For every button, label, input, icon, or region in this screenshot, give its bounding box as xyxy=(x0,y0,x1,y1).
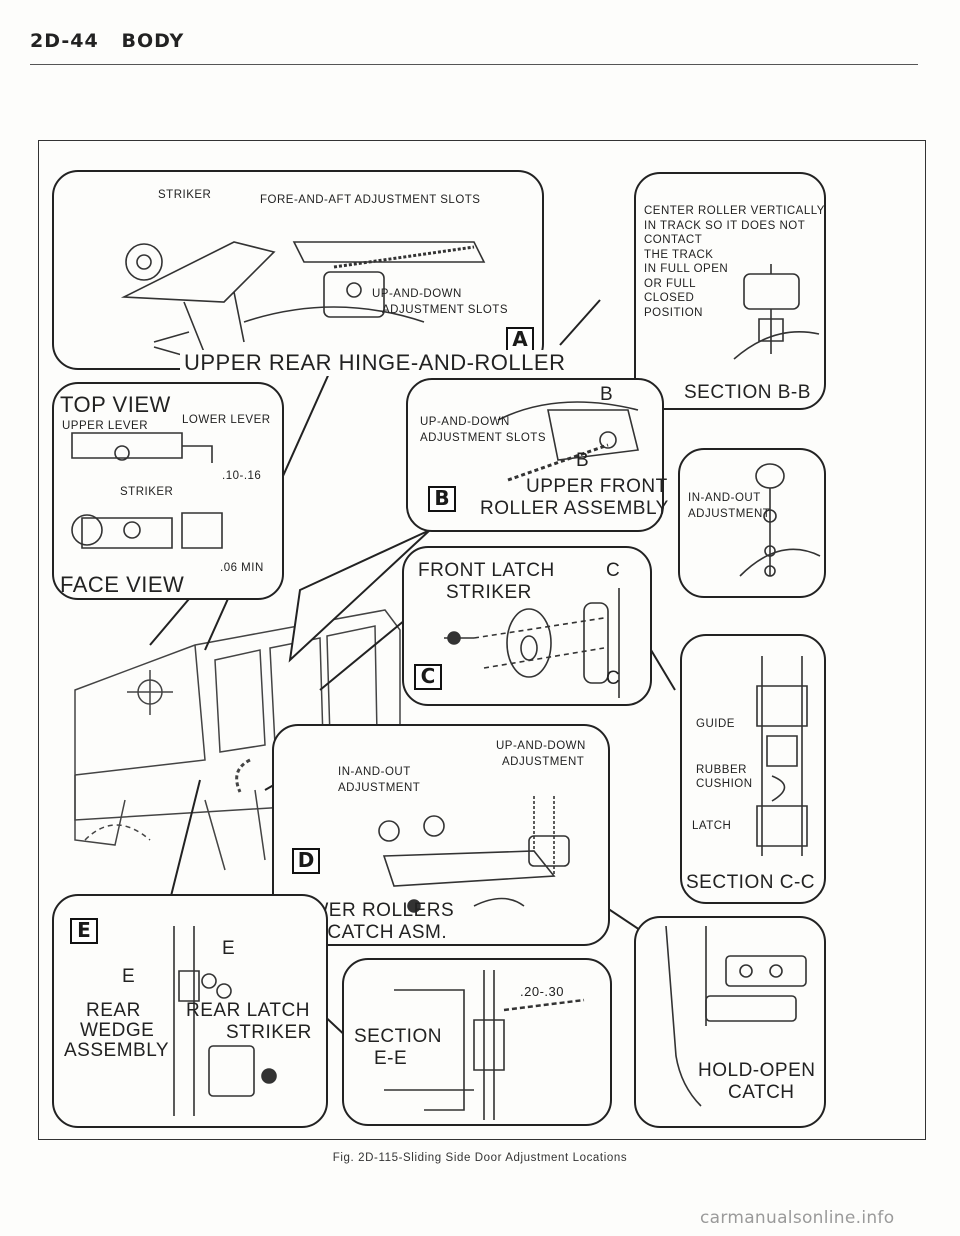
label-lower-lever: LOWER LEVER xyxy=(182,414,271,426)
panel-section-cc: GUIDE RUBBER CUSHION LATCH SECTION C-C xyxy=(680,634,826,904)
label-up-down-a-2: ADJUSTMENT SLOTS xyxy=(382,304,508,316)
label-striker-top: STRIKER xyxy=(120,486,174,498)
section-ee-title-2: E-E xyxy=(374,1048,408,1070)
label-dim-10-16: .10-.16 xyxy=(222,470,262,482)
label-up-down-d-2: ADJUSTMENT xyxy=(502,756,585,768)
label-up-down-d-1: UP-AND-DOWN xyxy=(496,740,586,752)
panel-title-c-1: FRONT LATCH xyxy=(418,560,555,581)
panel-tag-c: C xyxy=(414,664,442,690)
panel-upper-rear-hinge: STRIKER FORE-AND-AFT ADJUSTMENT SLOTS UP… xyxy=(52,170,570,376)
hold-open-title-2: CATCH xyxy=(728,1082,795,1104)
label-up-down-b-2: ADJUSTMENT SLOTS xyxy=(420,432,546,444)
label-dim-20-30: .20-.30 xyxy=(520,984,564,999)
panel-tag-d: D xyxy=(292,848,320,874)
c-mark-bottom: C xyxy=(606,668,621,689)
section-title: BODY xyxy=(121,30,185,52)
b-mark-top: B xyxy=(600,384,614,405)
label-up-down-a-1: UP-AND-DOWN xyxy=(372,288,462,300)
panel-top-face-view: TOP VIEW UPPER LEVER LOWER LEVER .10-.16… xyxy=(52,382,284,600)
roller-section-drawing xyxy=(734,264,824,364)
hold-open-drawing xyxy=(646,926,821,1116)
panel-tag-a: A xyxy=(506,327,534,353)
header-rule xyxy=(30,64,918,65)
label-in-out-d-1: IN-AND-OUT xyxy=(338,766,411,778)
label-rear-wedge-1: REAR xyxy=(86,1000,141,1021)
panel-title-a: UPPER REAR HINGE-AND-ROLLER xyxy=(180,350,570,376)
in-out-drawing xyxy=(740,456,830,596)
van-illustration xyxy=(55,570,455,930)
page-header: 2D-44 BODY xyxy=(30,30,184,52)
panel-section-bb: CENTER ROLLER VERTICALLY IN TRACK SO IT … xyxy=(634,172,826,410)
panel-hold-open-catch: HOLD-OPEN CATCH xyxy=(634,916,826,1128)
top-view-title: TOP VIEW xyxy=(60,392,171,417)
note-center-roller: CENTER ROLLER VERTICALLY IN TRACK SO IT … xyxy=(644,205,825,319)
label-latch: LATCH xyxy=(692,820,732,832)
label-cushion: CUSHION xyxy=(696,778,753,790)
label-upper-lever: UPPER LEVER xyxy=(62,420,149,432)
section-ee-drawing xyxy=(364,970,604,1120)
label-striker-a: STRIKER xyxy=(158,189,212,201)
lever-drawing xyxy=(62,418,252,568)
label-rear-wedge-2: WEDGE xyxy=(80,1020,155,1041)
label-in-out-2: ADJUSTMENT xyxy=(688,508,771,520)
hinge-roller-drawing xyxy=(94,202,514,352)
label-fore-aft-slots: FORE-AND-AFT ADJUSTMENT SLOTS xyxy=(260,194,481,206)
panel-front-latch-striker: FRONT LATCH STRIKER C C C xyxy=(402,546,652,706)
front-roller-drawing xyxy=(488,390,658,490)
face-view-title: FACE VIEW xyxy=(60,572,185,597)
panel-upper-front-roller: B UP-AND-DOWN ADJUSTMENT SLOTS B B UPPER… xyxy=(406,378,668,532)
panel-rear-wedge: E E E REAR WEDGE ASSEMBLY REAR LATCH STR… xyxy=(52,894,328,1128)
panel-tag-e: E xyxy=(70,918,98,944)
page-number: 2D-44 xyxy=(30,30,99,52)
label-dim-06-min: .06 MIN xyxy=(220,562,264,574)
panel-title-c-2: STRIKER xyxy=(446,582,532,603)
panel-title-b-2: ROLLER ASSEMBLY xyxy=(480,498,669,519)
b-mark-bottom: B xyxy=(576,450,590,471)
label-guide: GUIDE xyxy=(696,718,735,730)
e-mark-left: E xyxy=(122,966,136,987)
panel-section-ee: .20-.30 SECTION E-E xyxy=(342,958,612,1126)
lower-roller-drawing xyxy=(354,796,604,926)
guide-latch-drawing xyxy=(742,656,822,866)
label-rear-latch-2: STRIKER xyxy=(226,1022,312,1043)
label-rear-wedge-3: ASSEMBLY xyxy=(64,1040,170,1061)
panel-title-b-1: UPPER FRONT xyxy=(526,476,668,497)
hold-open-title-1: HOLD-OPEN xyxy=(698,1060,816,1082)
label-rear-latch-1: REAR LATCH xyxy=(186,1000,310,1021)
label-up-down-b-1: UP-AND-DOWN xyxy=(420,416,510,428)
panel-in-out-adjustment: IN-AND-OUT ADJUSTMENT xyxy=(678,448,826,598)
figure-frame xyxy=(38,140,926,1140)
panel-lower-rollers: UP-AND-DOWN ADJUSTMENT IN-AND-OUT ADJUST… xyxy=(272,724,610,946)
label-rubber: RUBBER xyxy=(696,764,747,776)
panel-tag-b: B xyxy=(428,486,456,512)
e-mark-right: E xyxy=(222,938,236,959)
section-ee-title-1: SECTION xyxy=(354,1026,442,1048)
label-in-out-d-2: ADJUSTMENT xyxy=(338,782,421,794)
watermark: carmanualsonline.info xyxy=(700,1208,895,1228)
figure-caption: Fig. 2D-115-Sliding Side Door Adjustment… xyxy=(332,1152,628,1164)
latch-striker-drawing xyxy=(434,588,634,698)
c-mark-top: C xyxy=(606,560,621,581)
section-cc-title: SECTION C-C xyxy=(686,872,815,893)
label-in-out-1: IN-AND-OUT xyxy=(688,492,761,504)
rear-wedge-drawing xyxy=(154,926,324,1116)
section-bb-title: SECTION B-B xyxy=(684,382,811,403)
